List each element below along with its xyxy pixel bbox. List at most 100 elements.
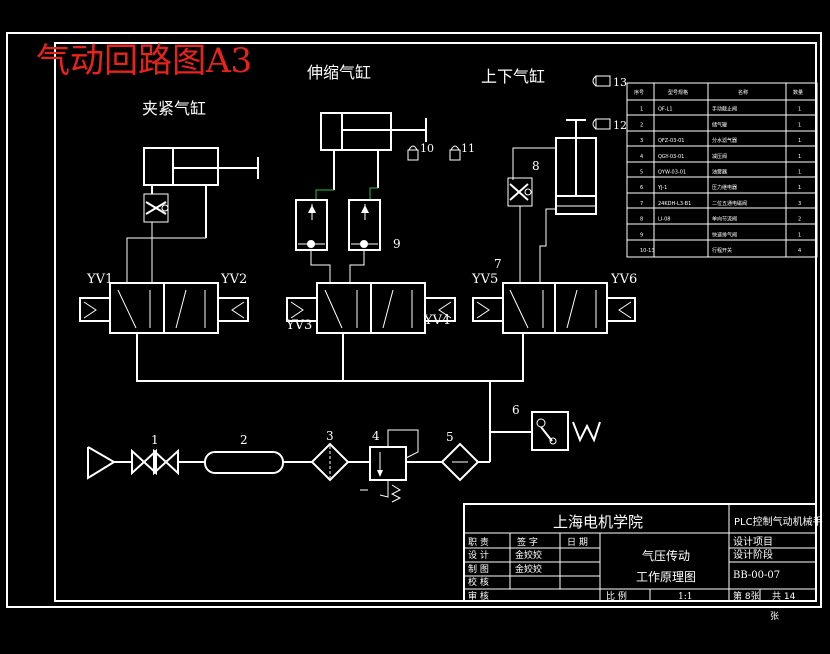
- label-4: 4: [372, 429, 380, 443]
- label-9: 9: [393, 237, 401, 251]
- label-11: 11: [461, 142, 475, 155]
- signer-draw: 金姣姣: [515, 563, 542, 575]
- green-line-left: [315, 189, 334, 200]
- parts-cell-model: LI-08: [658, 217, 670, 223]
- clamp-pipe-b: [151, 237, 206, 283]
- parts-cell-name: 手动截止阀: [712, 106, 737, 113]
- project-title: PLC控制气动机械手: [734, 515, 823, 528]
- parts-cell-name: 压力继电器: [712, 184, 737, 191]
- parts-cell-no: 5: [640, 169, 643, 175]
- label-yv6: YV6: [610, 272, 637, 287]
- design-project-label: 设计项目: [733, 535, 773, 548]
- parts-cell-no: 1: [640, 107, 643, 113]
- limit-switch-10: [407, 145, 419, 161]
- signer-design: 金姣姣: [515, 549, 542, 561]
- parts-header-name: 名称: [738, 89, 748, 96]
- role-review: 审 核: [468, 590, 489, 602]
- quick-exhaust-valve-a: [295, 199, 328, 251]
- outer-frame: [6, 32, 822, 608]
- parts-cell-model: QFZ-03-01: [658, 138, 684, 144]
- label-yv1: YV1: [86, 272, 113, 287]
- parts-cell-name: 单向节流阀: [712, 216, 737, 223]
- quick-exhaust-valve-b: [348, 199, 381, 251]
- parts-cell-no: 3: [640, 138, 643, 144]
- stop-valve: [131, 448, 179, 476]
- parts-cell-name: 分水滤气器: [712, 137, 737, 144]
- parts-header-qty: 数量: [793, 89, 803, 96]
- lubricator: [440, 442, 480, 482]
- label-yv4: YV4: [423, 313, 450, 328]
- parts-cell-name: 行程开关: [712, 247, 732, 254]
- parts-cell-model: QF-L1: [658, 107, 673, 113]
- parts-cell-model: QGY-03-01: [658, 154, 684, 160]
- design-stage-label: 设计阶段: [733, 548, 773, 561]
- parts-cell-model: 24KDH-L3-B1: [658, 201, 691, 207]
- parts-cell-qty: 1: [798, 169, 801, 175]
- label-13: 13: [613, 76, 627, 89]
- role-header: 职 责: [468, 536, 489, 548]
- air-tank: [204, 451, 284, 474]
- role-draw: 制 图: [468, 563, 489, 575]
- parts-cell-model: YJ-1: [657, 185, 667, 191]
- label-10: 10: [420, 142, 434, 155]
- label-5: 5: [446, 430, 454, 444]
- parts-cell-no: 4: [640, 154, 643, 160]
- filter: [310, 442, 350, 482]
- parts-cell-qty: 1: [798, 185, 801, 191]
- parts-cell-qty: 1: [798, 154, 801, 160]
- updown-pipe-b: [539, 208, 556, 283]
- date-header: 日 期: [567, 537, 588, 548]
- role-design: 设 计: [468, 549, 489, 561]
- parts-cell-qty: 1: [798, 138, 801, 144]
- label-6: 6: [512, 403, 520, 417]
- solenoid-valve-3: [472, 282, 636, 334]
- extend-pipe-a: [310, 250, 331, 283]
- label-yv5: YV5: [471, 272, 498, 287]
- parts-cell-name: 储气罐: [712, 121, 727, 128]
- sheet-label: 第 8张: [733, 590, 760, 602]
- label-3: 3: [326, 429, 334, 443]
- parts-cell-name: 油雾器: [712, 168, 727, 175]
- parts-cell-qty: 4: [798, 248, 801, 254]
- label-yv3: YV3: [285, 318, 312, 333]
- total-unit: 张: [770, 611, 779, 622]
- clamp-throttle-valve: [143, 193, 169, 223]
- drawing-name-2: 工作原理图: [636, 570, 696, 584]
- label-2: 2: [240, 433, 248, 447]
- drawing-name-1: 气压传动: [642, 548, 690, 563]
- limit-switch-13: [592, 75, 611, 87]
- scale-label: 比 例: [606, 590, 627, 602]
- air-source-icon: [87, 446, 116, 480]
- parts-cell-no: 9: [640, 232, 643, 238]
- parts-header-no: 序号: [634, 89, 644, 96]
- parts-table: 序号 型号规格 名称 数量: [626, 82, 818, 258]
- parts-cell-no: 7: [640, 201, 643, 207]
- label-yv2: YV2: [220, 272, 247, 287]
- limit-switch-12: [592, 118, 611, 130]
- supply-manifold: [136, 333, 524, 382]
- updown-pipe-top: [512, 147, 556, 180]
- parts-cell-qty: 1: [798, 122, 801, 128]
- clamp-pipe-a: [126, 222, 153, 283]
- solenoid-valve-1: [79, 282, 249, 334]
- parts-cell-name: 二位五通电磁阀: [712, 200, 747, 207]
- clamp-cylinder-label: 夹紧气缸: [142, 99, 206, 118]
- scale-value: 1:1: [678, 592, 692, 602]
- title-block: [463, 503, 817, 602]
- label-8: 8: [532, 159, 540, 173]
- inner-frame: [54, 42, 817, 602]
- parts-cell-qty: 1: [798, 107, 801, 113]
- updown-throttle-valve: [507, 177, 533, 207]
- updown-cylinder-label: 上下气缸: [481, 67, 545, 86]
- label-12: 12: [613, 119, 627, 132]
- extend-cylinder-label: 伸缩气缸: [307, 63, 371, 82]
- solenoid-valve-2: [286, 282, 456, 334]
- label-7: 7: [494, 257, 502, 271]
- role-check: 校 核: [468, 576, 489, 588]
- school-name: 上海电机学院: [553, 513, 643, 531]
- limit-switch-11: [449, 145, 461, 161]
- extend-pipe-b: [349, 250, 365, 283]
- parts-cell-qty: 2: [798, 217, 801, 223]
- parts-cell-name: 减压阀: [712, 153, 727, 160]
